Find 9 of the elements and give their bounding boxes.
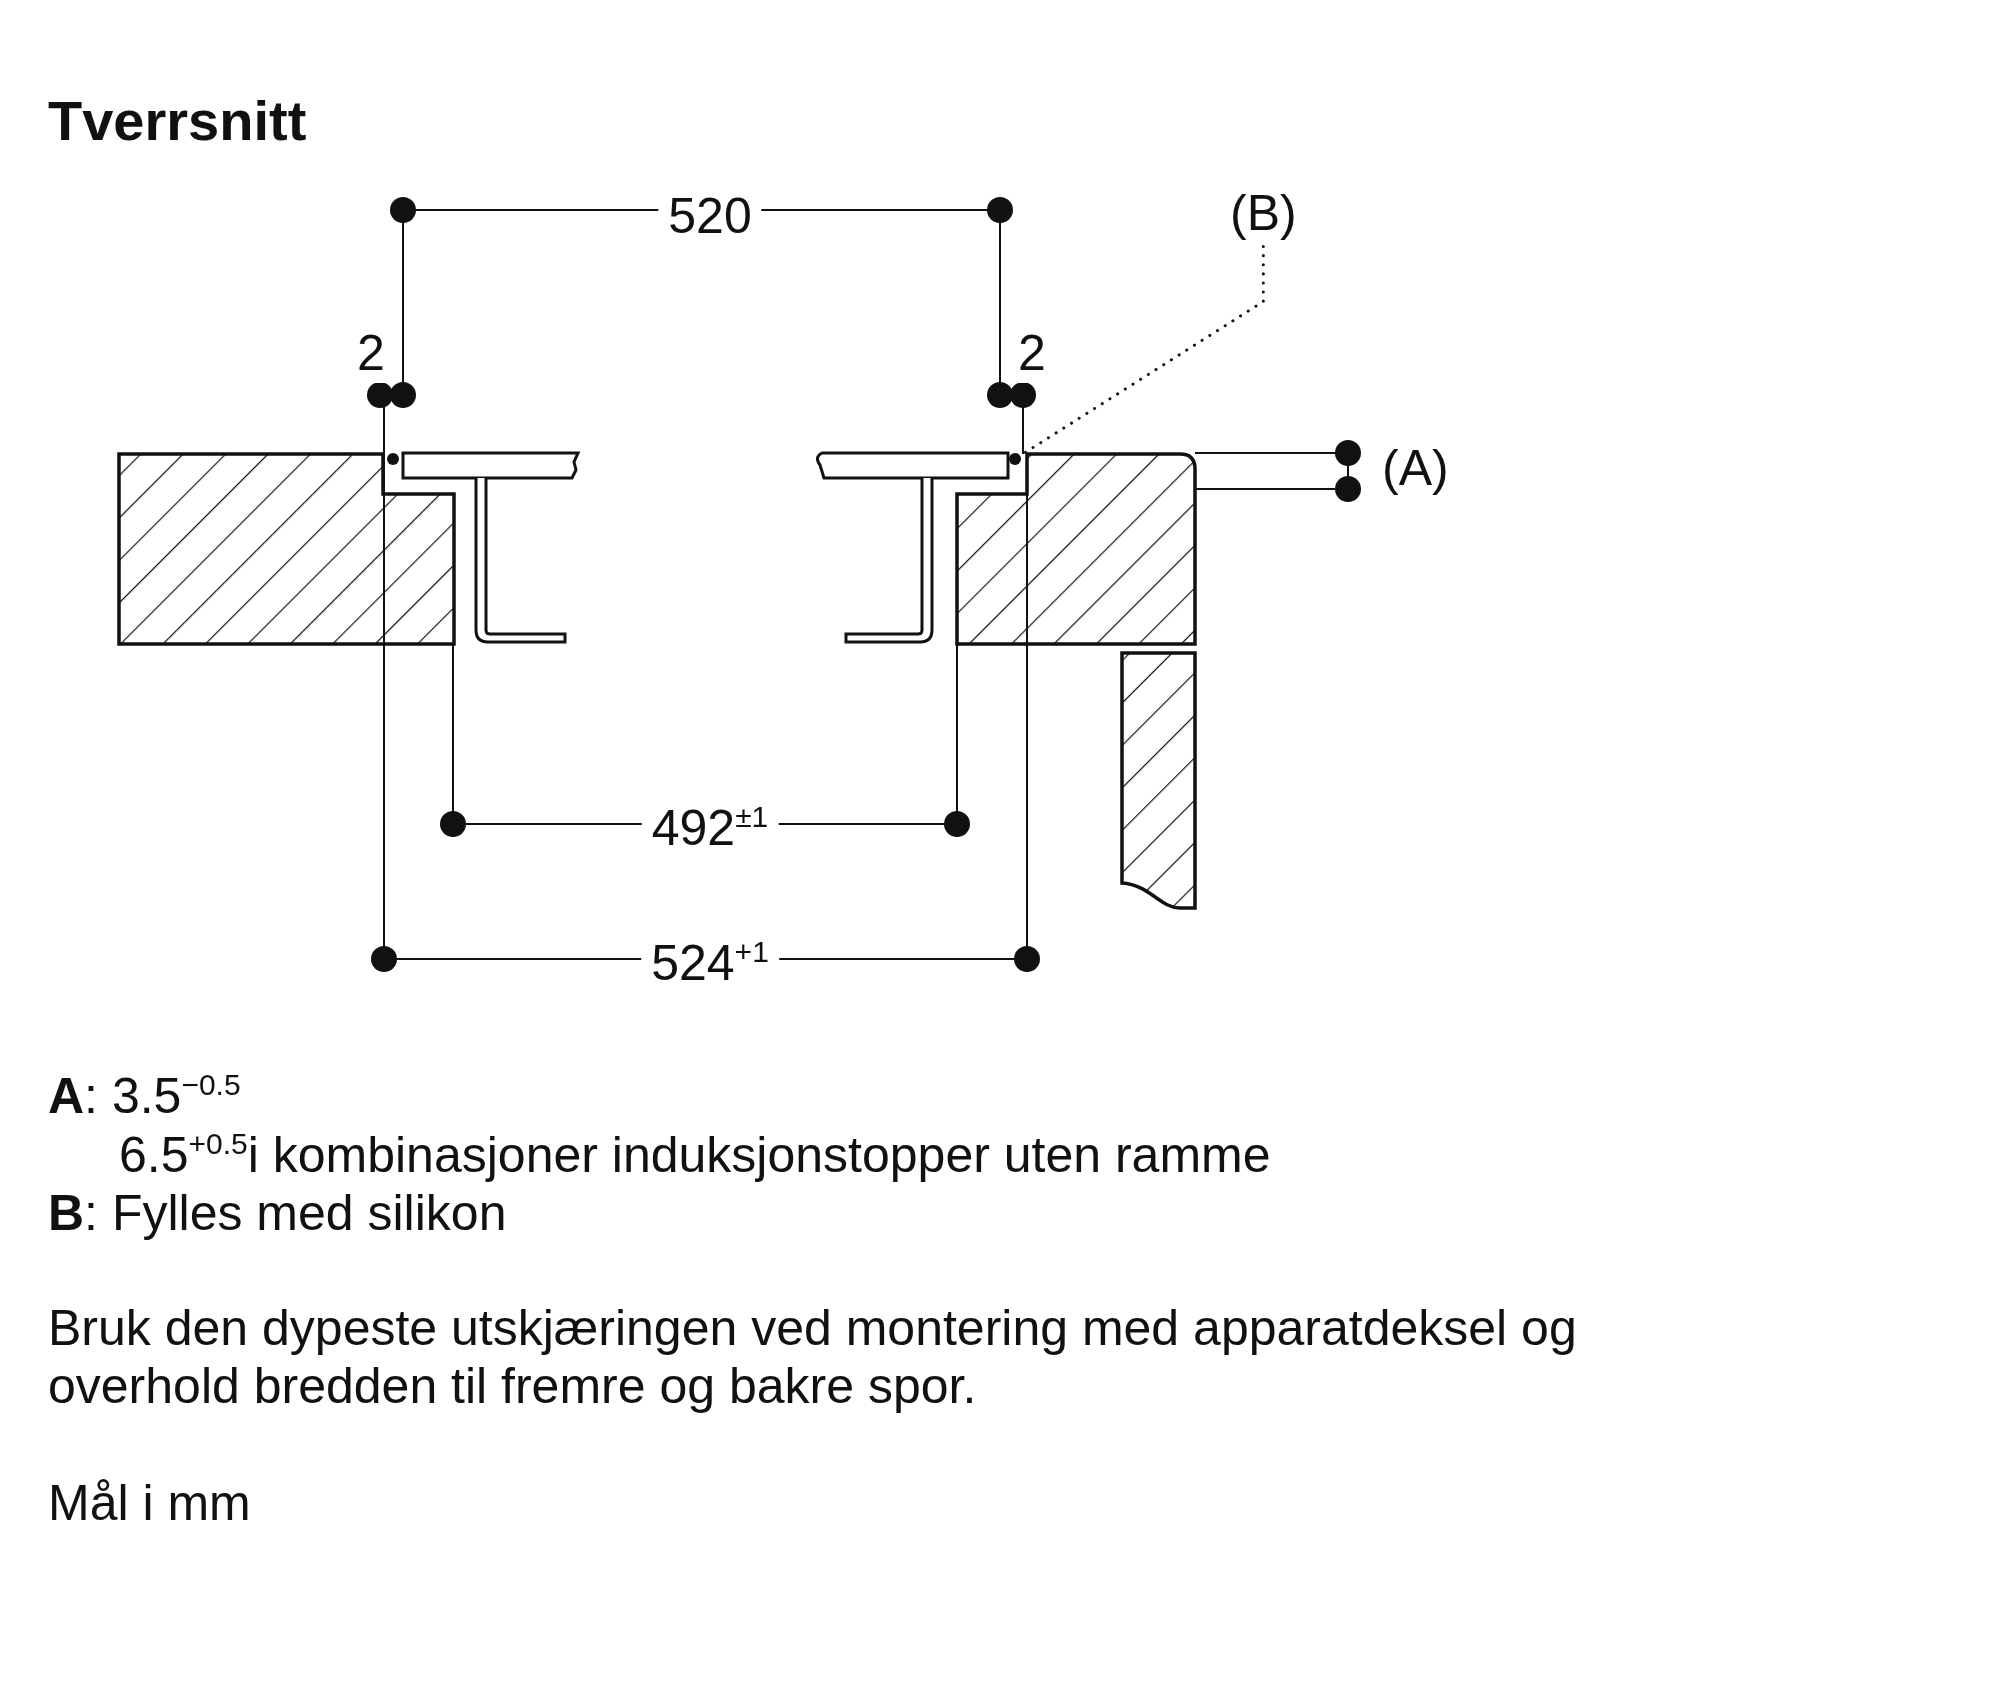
note-text: 6.5$^{+0.5}$i kombinasjoner induksjonstopper uten ramme — [119, 1127, 1271, 1185]
note-text: Mål i mm — [48, 1475, 251, 1533]
note-text: A: 3.5$^{−0.5}$ — [48, 1068, 241, 1126]
note-paragraph: Bruk den dypeste utskjæringen ved montering med apparatdeksel og overhold bredden til fremre og bakre spor. — [48, 1300, 1578, 1415]
note-text: B: Fylles med silikon — [48, 1185, 507, 1243]
callout-letter: (B) — [1230, 185, 1297, 243]
heading: Tverrsnitt — [48, 88, 307, 153]
silicone-dot — [1009, 453, 1021, 465]
callout-letter: (A) — [1382, 440, 1449, 498]
